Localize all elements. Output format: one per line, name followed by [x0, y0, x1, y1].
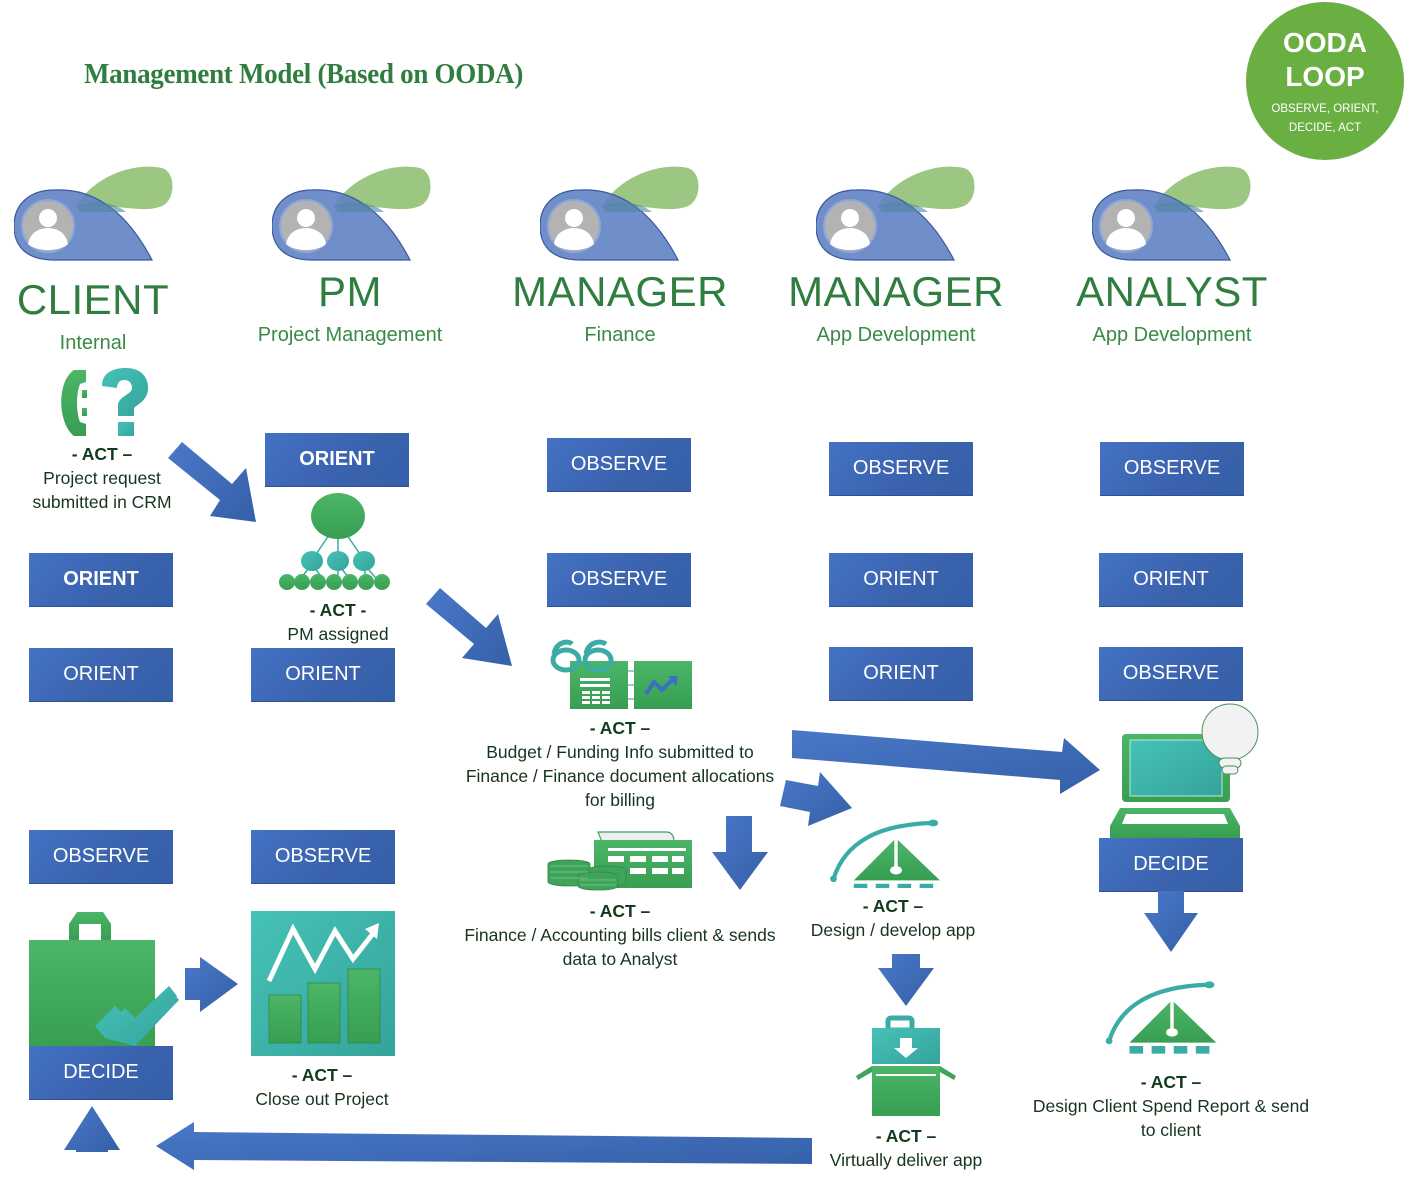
- phone-question-icon: [61, 368, 148, 436]
- arrow-down-deliver: [878, 954, 934, 1006]
- role-name-appdev-manager: MANAGER: [788, 268, 1004, 315]
- finance-observe-box-1: OBSERVE: [547, 438, 691, 491]
- act-project-request: - ACT – Project request submitted in CRM: [0, 442, 204, 514]
- act-text: Budget / Funding Info submitted to: [486, 742, 754, 762]
- arrow-down-billing: [712, 816, 768, 890]
- act-text: to client: [1140, 1120, 1202, 1140]
- act-heading: - ACT –: [589, 901, 651, 921]
- act-design-app: - ACT – Design / develop app: [793, 894, 993, 942]
- act-heading: - ACT –: [862, 896, 924, 916]
- pm-orient-box-top: ORIENT: [265, 433, 409, 486]
- act-heading: - ACT –: [71, 444, 133, 464]
- role-sub-analyst: App Development: [1092, 324, 1252, 346]
- act-close-out: - ACT – Close out Project: [222, 1063, 422, 1111]
- act-pm-assigned: - ACT - PM assigned: [238, 598, 438, 646]
- role-name-client: CLIENT: [16, 276, 170, 323]
- act-text: Design / develop app: [810, 920, 976, 940]
- arrow-pm-to-finance: [426, 588, 512, 666]
- role-sub-appdev-manager: App Development: [816, 324, 976, 346]
- analyst-decide-box: DECIDE: [1099, 838, 1243, 891]
- ooda-badge-line3: OBSERVE, ORIENT,: [1271, 103, 1379, 115]
- shopping-bag-check-icon: [29, 912, 179, 1050]
- arrow-bag-to-chart: [185, 957, 238, 1012]
- project-growth-chart-icon: [251, 911, 395, 1056]
- arrow-down-spend-report: [1144, 891, 1198, 952]
- role-name-analyst: ANALYST: [1076, 268, 1268, 315]
- ooda-badge-line1: OODA: [1283, 27, 1367, 58]
- client-orient-box-2: ORIENT: [29, 648, 173, 701]
- org-chart-icon: [279, 493, 390, 590]
- appdev-orient-box-1: ORIENT: [829, 553, 973, 606]
- act-heading: - ACT –: [291, 1065, 353, 1085]
- role-name-finance-manager: MANAGER: [512, 268, 728, 315]
- act-heading: - ACT –: [589, 718, 651, 738]
- act-text: Finance / Finance document allocations: [465, 766, 775, 786]
- act-text: Project request: [43, 468, 161, 488]
- billing-coins-icon: [547, 831, 692, 891]
- act-heading: - ACT -: [309, 600, 367, 620]
- appdev-orient-box-2: ORIENT: [829, 647, 973, 700]
- act-billing: - ACT – Finance / Accounting bills clien…: [420, 899, 820, 971]
- client-decide-box: DECIDE: [29, 1046, 173, 1099]
- act-heading: - ACT –: [1140, 1072, 1202, 1092]
- finance-report-icon: [550, 639, 692, 709]
- act-text: PM assigned: [287, 624, 389, 644]
- diagram-title: Management Model (Based on OODA): [84, 58, 524, 90]
- role-sub-finance-manager: Finance: [584, 324, 656, 346]
- act-spend-report: - ACT – Design Client Spend Report & sen…: [1010, 1070, 1332, 1142]
- client-observe-box: OBSERVE: [29, 830, 173, 883]
- pm-orient-box-2: ORIENT: [251, 648, 395, 701]
- laptop-idea-icon: [1110, 703, 1259, 838]
- arrow-finance-to-design: [780, 772, 852, 826]
- arrow-up-to-decide: [64, 1106, 120, 1152]
- ooda-badge-line4: DECIDE, ACT: [1288, 122, 1362, 134]
- act-text: for billing: [584, 790, 656, 810]
- act-budget: - ACT – Budget / Funding Info submitted …: [420, 716, 820, 812]
- act-text: Finance / Accounting bills client & send…: [464, 925, 776, 945]
- role-sub-client: Internal: [59, 332, 127, 354]
- client-orient-box-1: ORIENT: [29, 553, 173, 606]
- finance-observe-box-2: OBSERVE: [547, 553, 691, 606]
- role-name-pm: PM: [318, 268, 382, 315]
- appdev-observe-box-1: OBSERVE: [829, 442, 973, 495]
- pm-observe-box: OBSERVE: [251, 830, 395, 883]
- arrow-deliver-to-client: [156, 1122, 812, 1170]
- act-text: Design Client Spend Report & send: [1032, 1096, 1310, 1116]
- arrow-finance-to-analyst: [792, 730, 1100, 794]
- act-deliver-app: - ACT – Virtually deliver app: [806, 1124, 1006, 1172]
- act-text: Virtually deliver app: [829, 1150, 983, 1170]
- arrow-client-to-pm: [168, 442, 256, 522]
- analyst-observe-box-1: OBSERVE: [1100, 442, 1244, 495]
- act-text: submitted in CRM: [32, 492, 172, 512]
- act-text: Close out Project: [255, 1089, 389, 1109]
- role-sub-pm: Project Management: [257, 324, 443, 346]
- analyst-orient-box-1: ORIENT: [1099, 553, 1243, 606]
- act-heading: - ACT –: [875, 1126, 937, 1146]
- deliver-package-icon: [856, 1015, 956, 1116]
- act-text: data to Analyst: [562, 949, 678, 969]
- analyst-observe-box-2: OBSERVE: [1099, 647, 1243, 700]
- ooda-badge-line2: LOOP: [1285, 61, 1365, 92]
